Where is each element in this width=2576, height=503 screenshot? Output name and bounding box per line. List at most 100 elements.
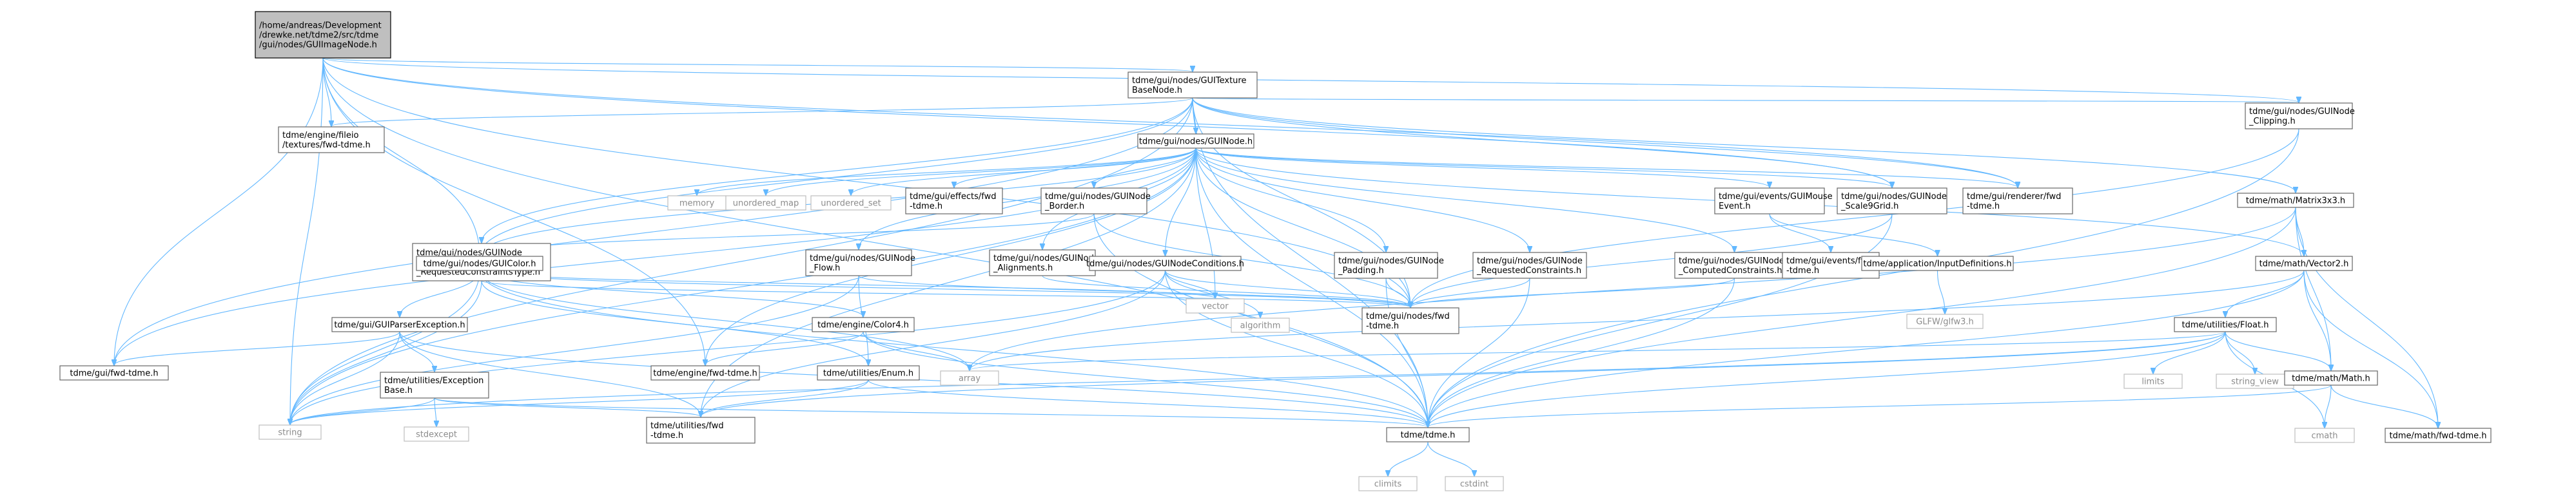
node-box [805, 249, 912, 276]
edge-guinode-to-padding [1195, 147, 1386, 252]
node-label: /textures/fwd-tdme.h [282, 140, 371, 150]
edge-parserexc-to-string [290, 331, 400, 424]
edge-reqconstype-to-nodes_fwd [481, 280, 1410, 307]
edge-matrix3x3-to-math_fwd [2295, 207, 2438, 428]
graph-node-renderer_fwd[interactable]: tdme/gui/renderer/fwd-tdme.h [1962, 187, 2073, 214]
node-label: string [278, 428, 302, 438]
edge-guinode-to-engine_fwd [705, 147, 1196, 365]
edge-parserexc-to-excbase [399, 331, 434, 372]
graph-node-conditions[interactable]: tdme/gui/nodes/GUINodeConditions.h [1086, 256, 1244, 271]
node-label: tdme/engine/fwd-tdme.h [653, 369, 757, 379]
node-label: tdme/gui/fwd-tdme.h [70, 369, 158, 379]
node-label: tdme/gui/nodes/GUIColor.h [423, 260, 536, 269]
node-box [989, 249, 1096, 276]
edge-root-to-engine_fwd [322, 57, 705, 365]
node-box [1674, 252, 1795, 279]
graph-node-color4[interactable]: tdme/engine/Color4.h [812, 317, 915, 332]
graph-node-nodes_fwd[interactable]: tdme/gui/nodes/fwd-tdme.h [1361, 307, 1459, 334]
graph-node-parserexc[interactable]: tdme/gui/GUIParserException.h [331, 317, 468, 332]
node-label: _Clipping.h [2249, 117, 2296, 126]
node-label: _Padding.h [1338, 266, 1384, 276]
node-label: _Alignments.h [993, 263, 1053, 273]
edge-root-to-string [290, 57, 324, 424]
node-box [1906, 314, 1984, 329]
graph-node-util_fwd[interactable]: tdme/utilities/fwd-tdme.h [646, 417, 756, 444]
node-box [812, 317, 915, 332]
graph-node-vector2[interactable]: tdme/math/Vector2.h [2255, 256, 2353, 271]
node-box [278, 126, 385, 153]
graph-node-border[interactable]: tdme/gui/nodes/GUINode_Border.h [1040, 187, 1151, 214]
node-box [2294, 428, 2355, 443]
node-box [1231, 318, 1290, 333]
edge-vector2-to-array [970, 270, 2305, 370]
node-label: unordered_map [733, 199, 799, 209]
node-label: array [959, 374, 981, 384]
node-label: tdme/tdme.h [1401, 431, 1456, 441]
node-label: stdexcept [416, 430, 457, 440]
edge-clipping-to-nodes_fwd [1410, 128, 2299, 307]
graph-node-string: string [259, 424, 322, 440]
node-label: _Flow.h [809, 263, 840, 273]
graph-node-guicolor[interactable]: tdme/gui/nodes/GUIColor.h [416, 256, 543, 271]
graph-node-float[interactable]: tdme/utilities/Float.h [2174, 317, 2277, 332]
node-box [650, 365, 760, 381]
node-label: tdme/gui/nodes/GUINode [1477, 256, 1583, 266]
edge-texbase-to-string [290, 97, 1193, 424]
graph-node-math_fwd[interactable]: tdme/math/fwd-tdme.h [2385, 428, 2492, 443]
edge-matrix3x3-to-tdme [1428, 207, 2296, 427]
graph-node-limits: limits [2123, 374, 2183, 389]
graph-node-inputdefs[interactable]: tdme/application/InputDefinitions.h [1861, 256, 2014, 271]
edge-conditions-to-tdme [1164, 270, 1429, 427]
graph-node-enum[interactable]: tdme/utilities/Enum.h [817, 365, 920, 381]
edge-math-to-math_fwd [2330, 384, 2438, 428]
node-label: -tdme.h [650, 431, 683, 441]
node-label: tdme/gui/events/fwd [1786, 256, 1873, 266]
graph-node-cmath: cmath [2294, 428, 2355, 443]
graph-node-scale9[interactable]: tdme/gui/nodes/GUINode_Scale9Grid.h [1837, 187, 1947, 214]
node-box [1714, 187, 1825, 214]
edge-texbase-to-scale9 [1192, 97, 1892, 187]
node-layer: /home/andreas/Development/drewke.net/tdm… [59, 11, 2492, 491]
node-label: GLFW/glfw3.h [1916, 318, 1974, 327]
graph-node-math[interactable]: tdme/math/Math.h [2284, 370, 2378, 386]
edge-root-to-gui_fwd [114, 57, 324, 365]
edge-float-to-array [970, 331, 2226, 370]
edge-computedcons-to-tdme [1428, 278, 1735, 427]
graph-node-clipping[interactable]: tdme/gui/nodes/GUINode_Clipping.h [2245, 102, 2355, 129]
graph-node-flow[interactable]: tdme/gui/nodes/GUINode_Flow.h [805, 249, 915, 276]
graph-node-gui_fwd[interactable]: tdme/gui/fwd-tdme.h [59, 365, 169, 381]
graph-node-guinode[interactable]: tdme/gui/nodes/GUINode.h [1137, 133, 1254, 149]
node-label: tdme/gui/events/GUIMouse [1719, 192, 1833, 202]
edge-root-to-tdme [322, 57, 1428, 427]
edge-flow-to-string [290, 275, 859, 424]
graph-node-alignments[interactable]: tdme/gui/nodes/GUINode_Alignments.h [989, 249, 1099, 276]
graph-node-fileio_tex[interactable]: tdme/engine/fileio/textures/fwd-tdme.h [278, 126, 385, 153]
graph-node-tdme[interactable]: tdme/tdme.h [1386, 427, 1470, 442]
graph-node-effects_fwd[interactable]: tdme/gui/effects/fwd-tdme.h [905, 187, 1003, 214]
node-label: tdme/gui/nodes/GUINode [810, 254, 915, 263]
graph-node-engine_fwd[interactable]: tdme/engine/fwd-tdme.h [650, 365, 760, 381]
node-label: string_view [2231, 377, 2279, 387]
graph-node-matrix3x3[interactable]: tdme/math/Matrix3x3.h [2237, 193, 2354, 208]
node-box [1186, 298, 1245, 314]
node-label: /gui/nodes/GUIImageNode.h [259, 41, 377, 50]
edge-reqcons-to-nodes_fwd [1410, 278, 1530, 307]
graph-node-reqcons[interactable]: tdme/gui/nodes/GUINode_RequestedConstrai… [1472, 252, 1587, 279]
node-box [2245, 102, 2353, 129]
node-box [1386, 427, 1470, 442]
edge-reqconstype-to-string [290, 280, 482, 424]
node-label: BaseNode.h [1132, 86, 1182, 95]
edge-float-to-limits [2153, 331, 2226, 374]
edge-texbase-to-clipping [1192, 98, 2299, 102]
graph-node-root[interactable]: /home/andreas/Development/drewke.net/tdm… [255, 11, 391, 59]
graph-node-padding[interactable]: tdme/gui/nodes/GUINode_Padding.h [1334, 252, 1444, 279]
node-label: _ComputedConstraints.h [1678, 266, 1782, 276]
graph-node-computedcons[interactable]: tdme/gui/nodes/GUINode_ComputedConstrain… [1674, 252, 1795, 279]
edge-mouse_event-to-events_fwd [1769, 213, 1831, 252]
node-label: tdme/math/fwd-tdme.h [2389, 432, 2486, 441]
edge-float-to-string [290, 331, 2226, 424]
edge-vector2-to-float [2225, 270, 2305, 317]
